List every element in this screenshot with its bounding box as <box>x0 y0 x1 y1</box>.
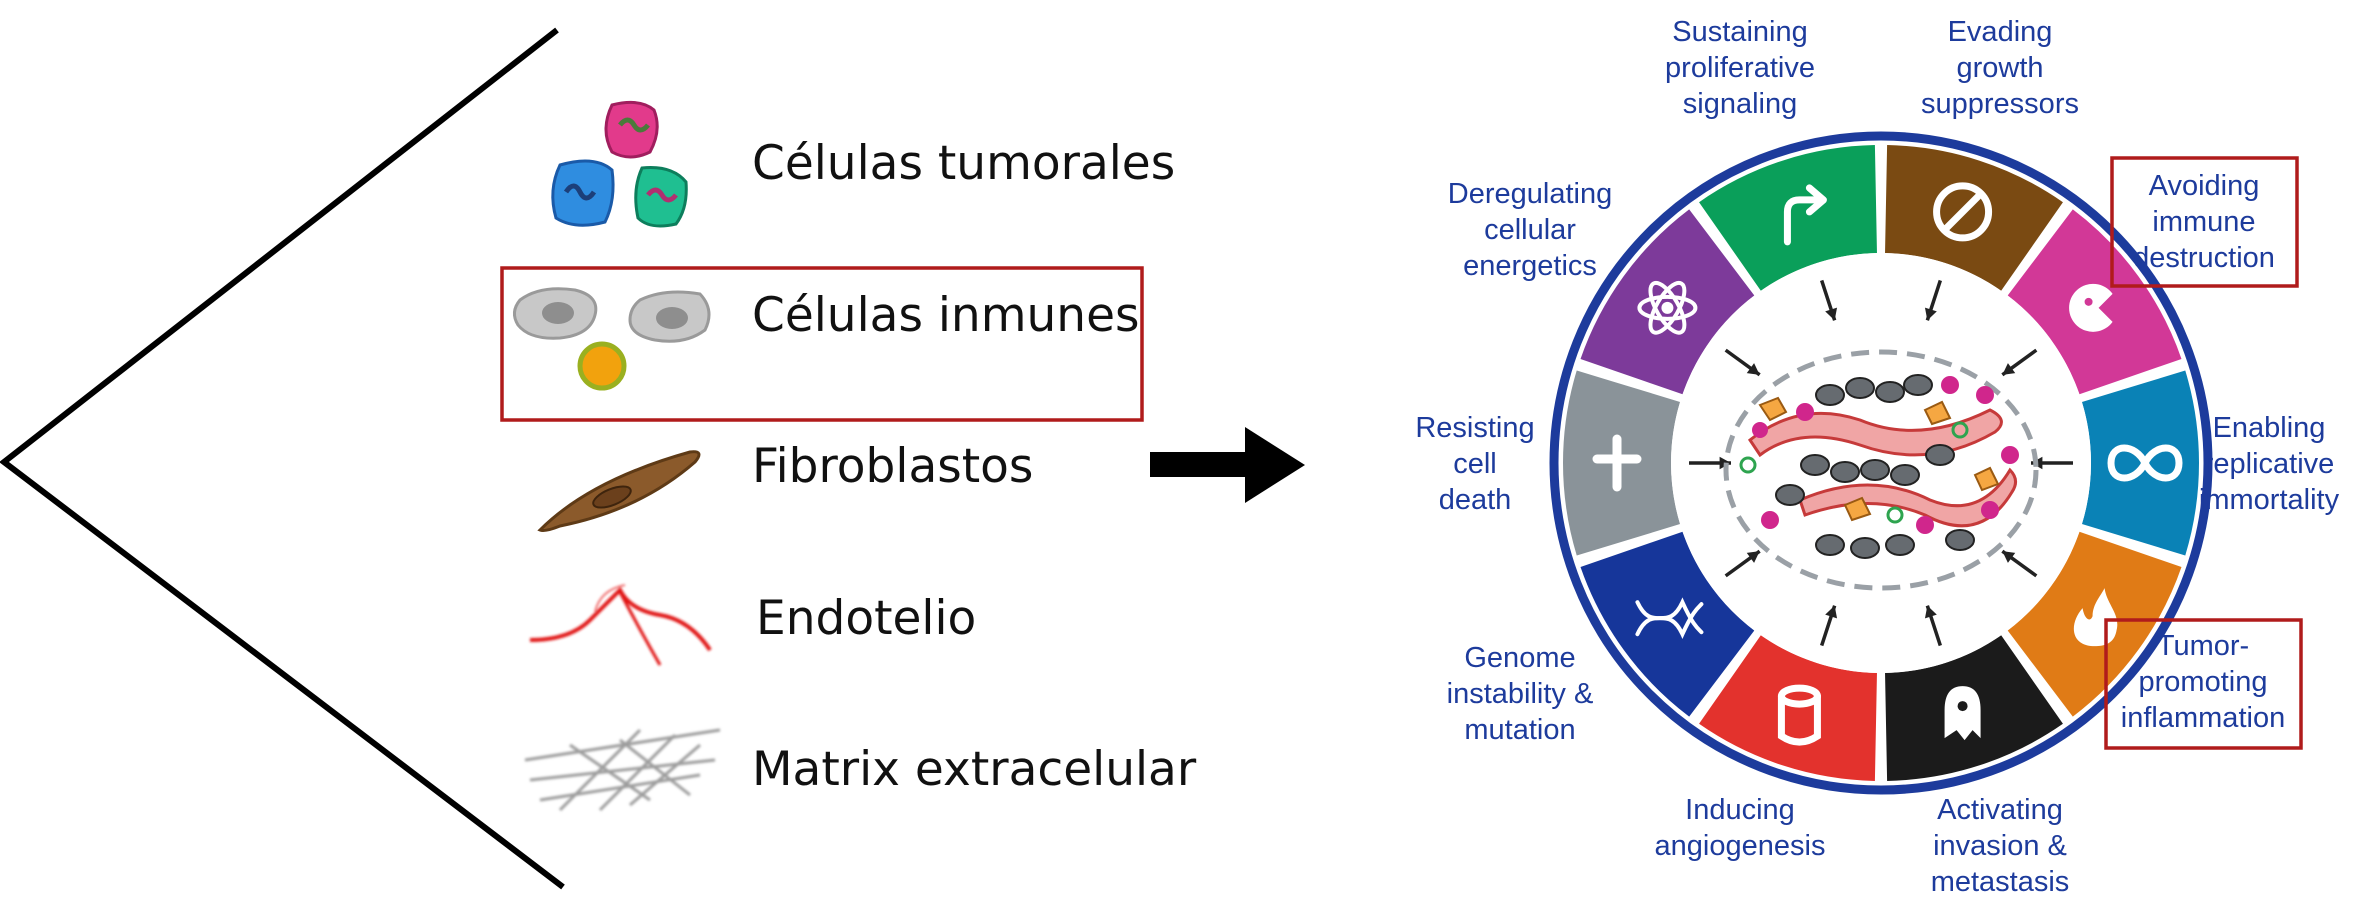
hallmarks-wheel <box>1549 131 2213 795</box>
highlight-box-immune-cells <box>500 266 1144 422</box>
tumor-microenvironment-illustration <box>1723 349 2039 591</box>
inward-arrow-icon <box>1724 549 1761 578</box>
hallmark-label-genome-instability-mutation: Genome instability & mutation <box>1446 642 1594 746</box>
endothelium-icon <box>529 584 712 666</box>
component-label-extracellular-matrix: Matrix extracelular <box>752 742 1197 797</box>
hallmark-label-tumor-promoting-inflammation: Tumor- promoting inflammation <box>2120 630 2286 734</box>
component-label-endothelium: Endotelio <box>756 591 977 646</box>
ghost-cell-icon <box>1944 686 1981 741</box>
atom-icon <box>1637 280 1698 335</box>
fibroblast-icon <box>537 450 701 532</box>
inward-arrow-icon <box>1724 348 1761 377</box>
hallmark-label-activating-invasion-metastasis: Activating invasion & metastasis <box>1930 794 2070 898</box>
hallmark-label-resisting-cell-death: Resisting cell death <box>1415 412 1535 516</box>
highlight-box-avoiding-immune-destruction <box>2110 156 2299 288</box>
inward-arrow-icon <box>2001 549 2038 578</box>
hallmark-label-deregulating-cellular-energetics: Deregulating cellular energetics <box>1447 178 1613 282</box>
component-label-fibroblasts: Fibroblastos <box>752 439 1034 494</box>
right-arrow-icon <box>1150 427 1305 503</box>
vessel-icon <box>1777 684 1821 746</box>
inward-arrow-icon <box>1820 279 1838 321</box>
bent-arrow-icon <box>1783 184 1827 246</box>
inward-arrow-icon <box>1924 605 1942 647</box>
hallmark-label-sustaining-proliferative-signaling: Sustaining proliferative signaling <box>1665 16 1815 120</box>
hallmark-label-evading-growth-suppressors: Evading growth suppressors <box>1921 16 2079 120</box>
inward-arrow-icon <box>1924 279 1942 321</box>
infinity-icon <box>2107 444 2183 482</box>
component-label-immune-cells: Células inmunes <box>752 288 1140 343</box>
hallmark-segment-angiogenesis <box>1699 635 1877 781</box>
dna-icon <box>1635 597 1704 639</box>
hallmark-label-inducing-angiogenesis: Inducing angiogenesis <box>1654 794 1826 862</box>
inward-arrow-icon <box>1820 605 1838 647</box>
immune-cells-icon <box>513 287 711 391</box>
extracellular-matrix-icon <box>524 728 721 812</box>
tumor-cells-icon <box>551 100 688 228</box>
hallmark-segment-enabling <box>2081 370 2199 556</box>
inward-arrow-icon <box>2001 348 2038 377</box>
component-label-tumor-cells: Células tumorales <box>752 136 1176 191</box>
hallmark-label-enabling-replicative-immortality: Enabling replicative immortality <box>2198 412 2340 516</box>
no-entry-icon <box>1933 182 1993 242</box>
hallmark-label-avoiding-immune-destruction: Avoiding immune destruction <box>2133 170 2275 274</box>
cross-icon <box>1592 434 1642 492</box>
angle-bracket <box>0 27 565 890</box>
hallmark-segment-genome <box>1580 531 1755 717</box>
pacman-cell-icon <box>2069 283 2113 332</box>
hallmark-segment-evading <box>1885 145 2063 291</box>
highlight-box-tumor-promoting-inflammation <box>2104 618 2303 750</box>
